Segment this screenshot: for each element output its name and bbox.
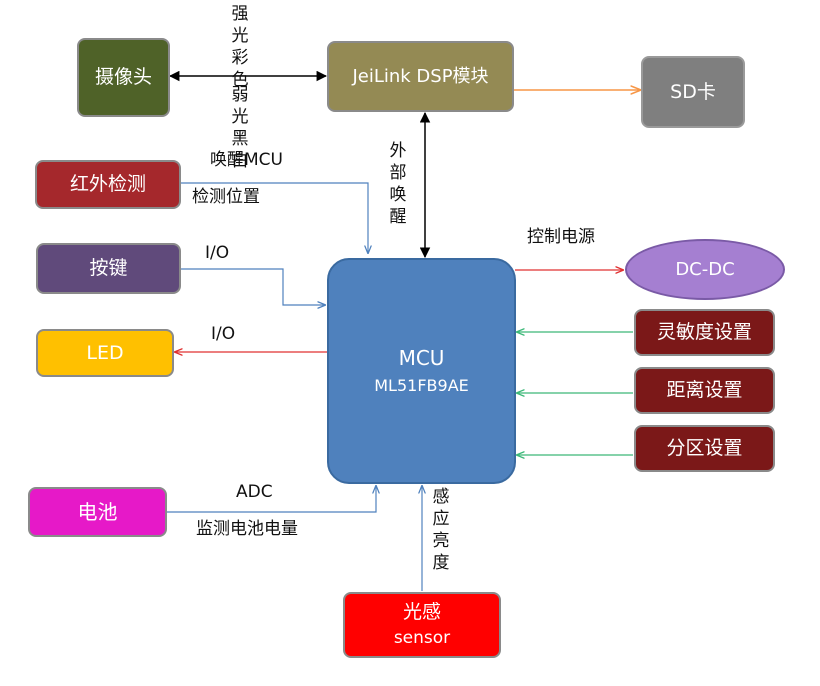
node-ir: 红外检测: [35, 160, 181, 209]
node-led-label: LED: [86, 341, 124, 364]
node-key-label: 按键: [89, 257, 128, 280]
edge-ir-mcu: [181, 182, 368, 253]
node-sd-label: SD卡: [670, 80, 716, 103]
label-ir-wake: 唤醒MCU: [210, 150, 283, 170]
node-led: LED: [36, 329, 174, 377]
node-distance: 距离设置: [634, 367, 775, 414]
label-battery-monitor: 监测电池电量: [196, 519, 298, 539]
label-power-control: 控制电源: [527, 227, 595, 247]
node-dsp: JeiLink DSP模块: [327, 41, 514, 112]
edge-key-mcu: [180, 268, 325, 305]
node-mcu-text: MCU ML51FB9AE: [374, 346, 469, 395]
node-camera-label: 摄像头: [94, 66, 152, 89]
node-sensitivity: 灵敏度设置: [634, 309, 775, 356]
node-mcu-label: MCU: [398, 346, 445, 371]
node-sensitivity-label: 灵敏度设置: [656, 321, 752, 344]
label-key-io: I/O: [205, 243, 230, 263]
node-ir-label: 红外检测: [69, 173, 146, 196]
node-light: 光感 sensor: [343, 592, 501, 658]
node-mcu-sublabel: ML51FB9AE: [374, 376, 469, 396]
node-dsp-label: JeiLink DSP模块: [352, 65, 489, 87]
label-dsp-mcu-wake: 外部唤醒: [389, 141, 407, 228]
node-zone: 分区设置: [634, 425, 775, 472]
label-ir-detect: 检测位置: [192, 187, 260, 207]
label-camera-dsp-weak: 弱光黑白: [231, 85, 249, 172]
label-camera-dsp-strong: 强光彩色: [231, 4, 249, 91]
node-battery-label: 电池: [77, 500, 118, 524]
node-camera: 摄像头: [77, 38, 170, 117]
node-dcdc-label: DC-DC: [675, 258, 735, 280]
label-led-io: I/O: [211, 324, 236, 344]
node-sd: SD卡: [641, 56, 745, 128]
node-battery: 电池: [28, 487, 167, 537]
node-key: 按键: [36, 243, 181, 294]
node-light-sublabel: sensor: [393, 628, 451, 649]
node-zone-label: 分区设置: [666, 437, 743, 460]
edge-battery-mcu: [167, 486, 376, 513]
label-battery-adc: ADC: [236, 482, 273, 502]
node-light-label: 光感: [402, 601, 441, 624]
node-mcu: MCU ML51FB9AE: [327, 258, 516, 484]
label-light-sense: 感应亮度: [432, 487, 450, 574]
node-dcdc: DC-DC: [625, 239, 785, 300]
node-distance-label: 距离设置: [666, 379, 743, 402]
